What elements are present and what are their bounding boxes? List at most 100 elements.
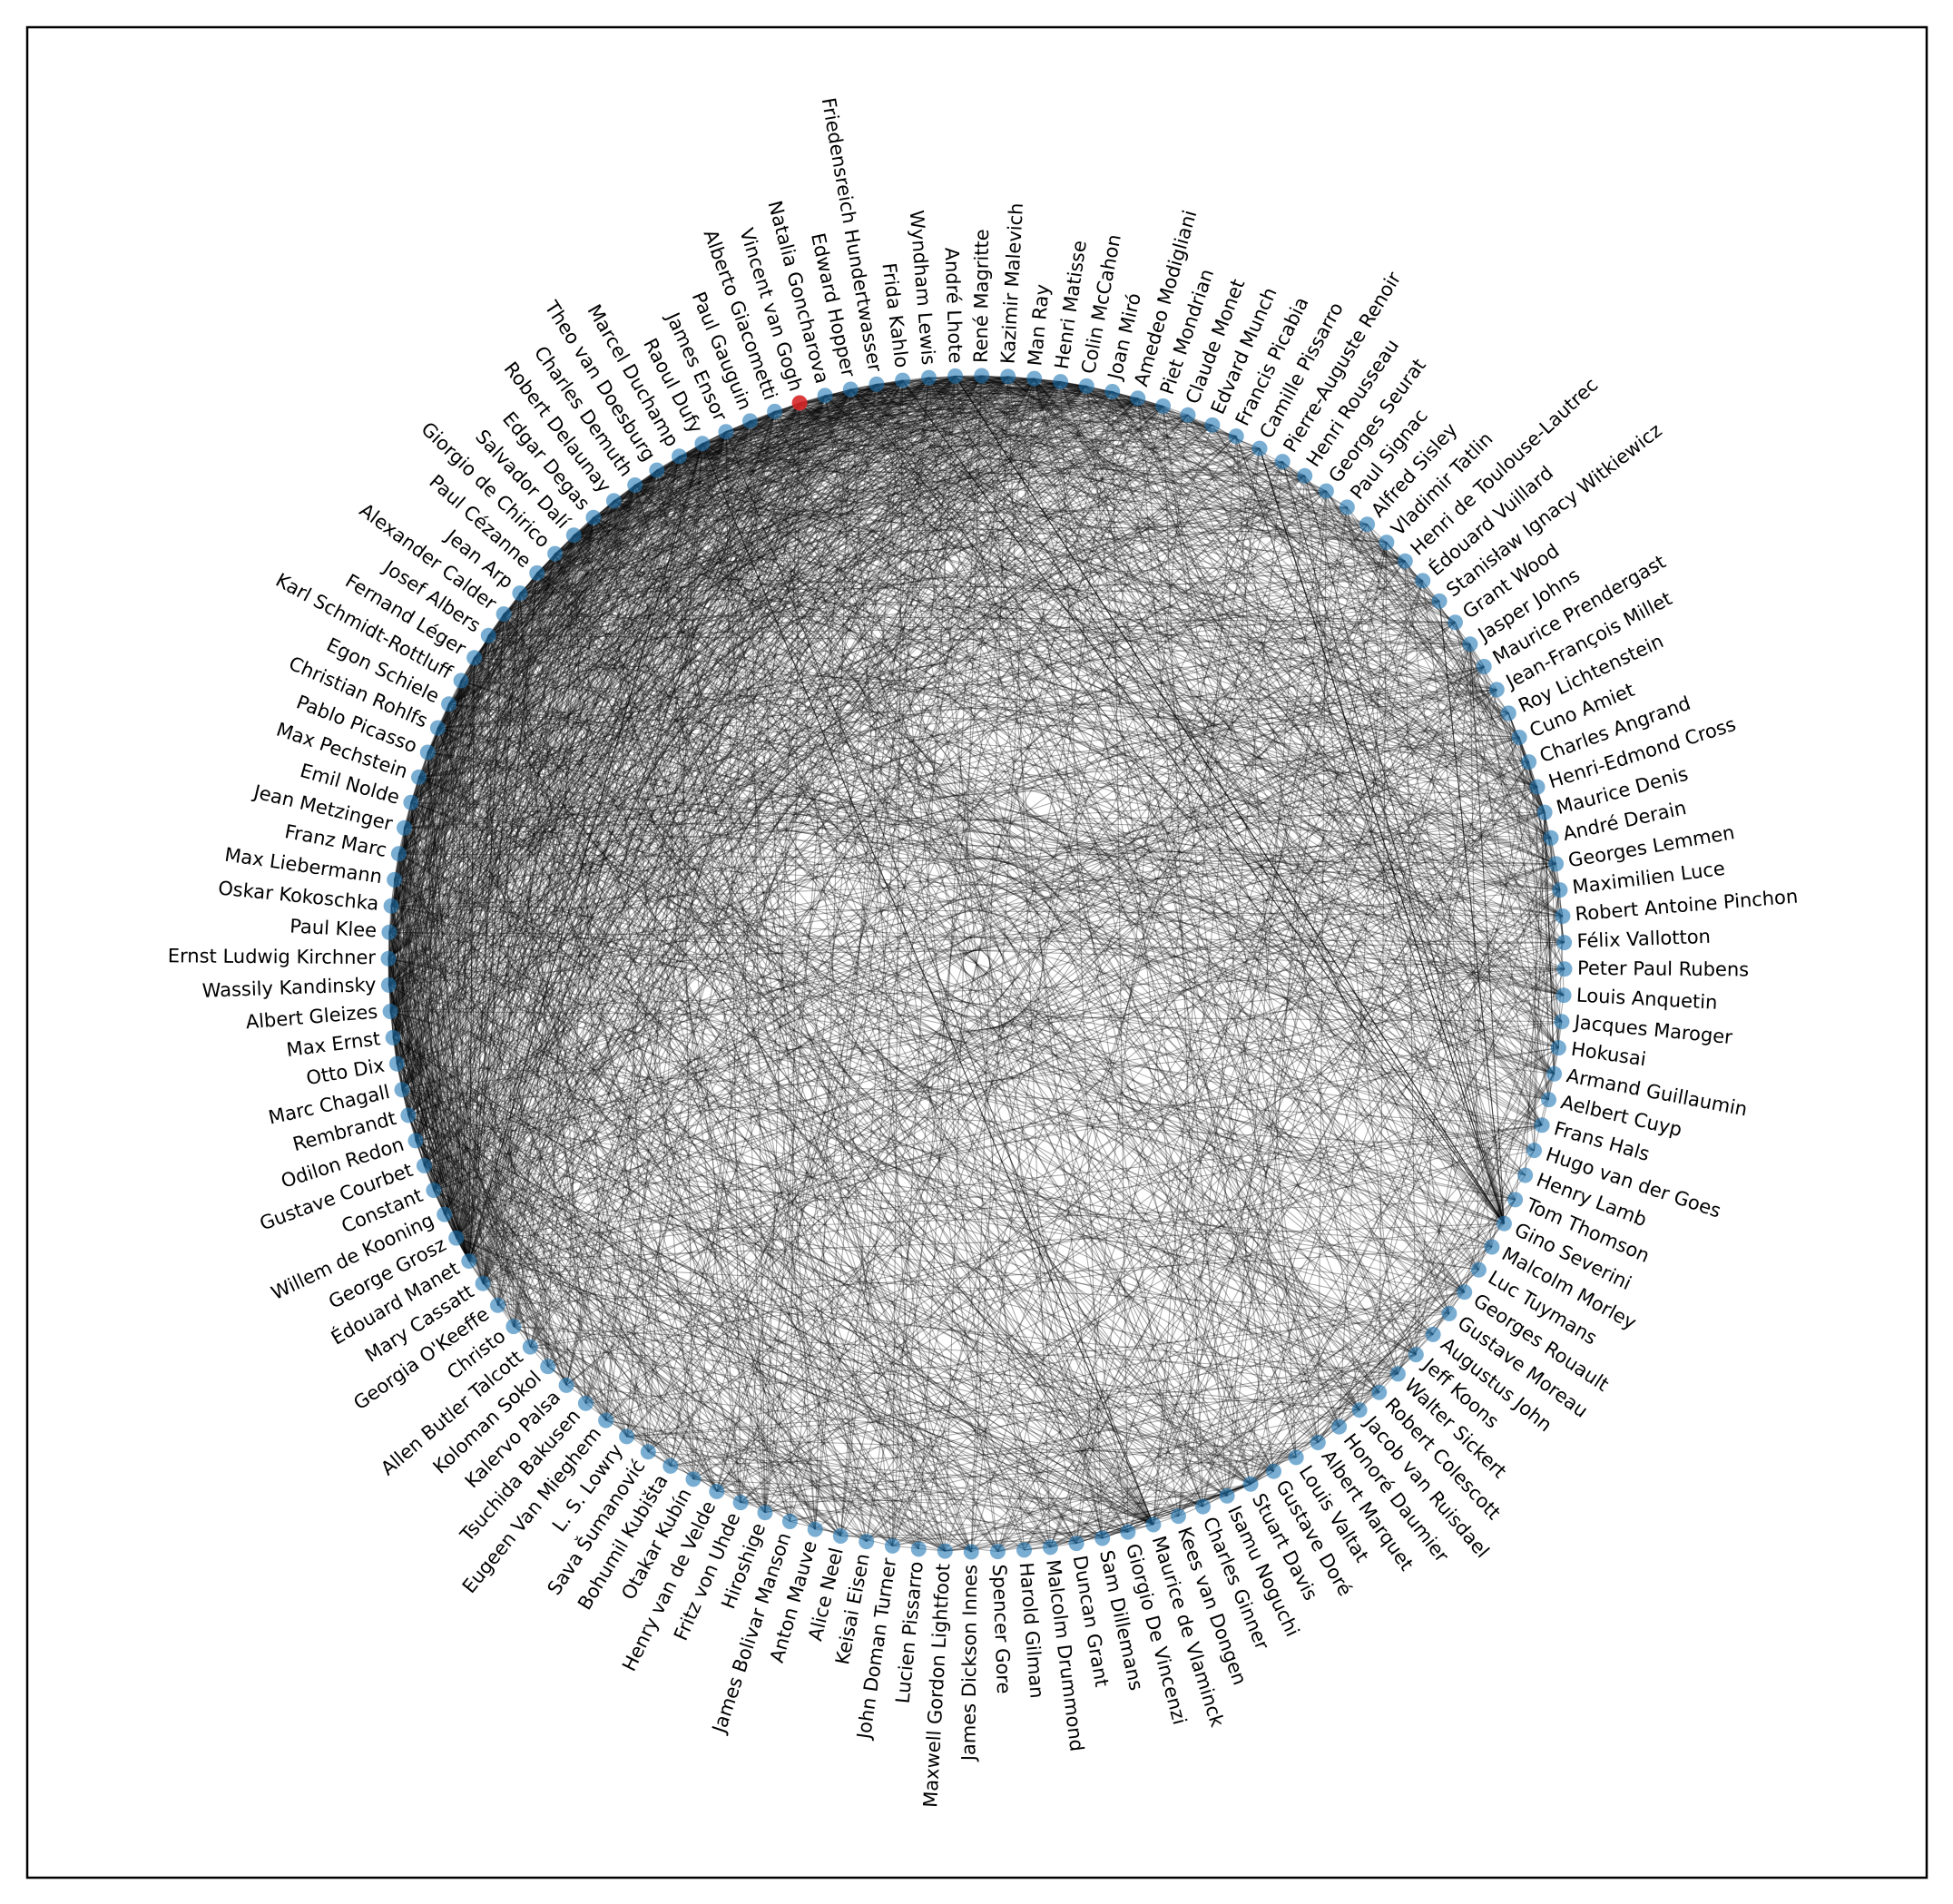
edge bbox=[536, 573, 1340, 1428]
node-josef-albers bbox=[480, 627, 496, 643]
edge bbox=[702, 443, 1466, 1293]
edge bbox=[388, 377, 929, 959]
edge bbox=[388, 573, 538, 959]
edge bbox=[460, 680, 607, 1421]
edge bbox=[519, 593, 1479, 1271]
edge bbox=[487, 635, 741, 1503]
edge bbox=[1339, 1246, 1493, 1428]
edge bbox=[396, 376, 957, 1065]
edge bbox=[397, 431, 727, 855]
edge bbox=[716, 1124, 1543, 1492]
node-gustave-dor- bbox=[1266, 1463, 1281, 1479]
node-jeff-koons bbox=[1408, 1347, 1424, 1363]
edge bbox=[418, 776, 1565, 944]
edge bbox=[503, 613, 1559, 1049]
edge bbox=[613, 376, 1008, 502]
edge bbox=[388, 542, 1388, 986]
edge bbox=[397, 657, 476, 854]
edge bbox=[456, 436, 1237, 1239]
edge bbox=[396, 402, 800, 1065]
edge bbox=[692, 378, 1035, 1480]
edge bbox=[423, 384, 878, 1166]
edge bbox=[554, 553, 1154, 1526]
edge bbox=[433, 475, 1306, 1191]
edge bbox=[1137, 397, 1450, 1314]
edge bbox=[394, 573, 538, 880]
edge bbox=[554, 378, 1035, 555]
edge bbox=[456, 431, 727, 1239]
edge bbox=[401, 535, 574, 1090]
edge bbox=[1163, 406, 1204, 1507]
edge bbox=[403, 828, 409, 1115]
edge bbox=[488, 622, 1456, 636]
edge bbox=[750, 420, 1505, 1224]
node-james-dickson-innes bbox=[963, 1544, 979, 1560]
node-man-ray bbox=[1026, 370, 1043, 387]
node-spencer-gore bbox=[989, 1544, 1006, 1560]
edge bbox=[433, 1190, 1103, 1539]
edge bbox=[448, 703, 1552, 839]
edge bbox=[403, 828, 515, 1327]
edge bbox=[876, 384, 1251, 1485]
edge bbox=[554, 553, 1535, 1152]
edge bbox=[460, 436, 1237, 682]
edge bbox=[740, 1291, 1465, 1504]
edge bbox=[448, 485, 636, 705]
node-raoul-dufy bbox=[694, 436, 711, 452]
node-oskar-kokoschka bbox=[383, 898, 399, 914]
edge bbox=[605, 1124, 1543, 1421]
edge bbox=[1281, 461, 1440, 602]
edge bbox=[634, 484, 1471, 645]
edge bbox=[388, 932, 391, 1012]
edge bbox=[397, 456, 680, 855]
edge bbox=[461, 680, 1520, 739]
node-paul-klee bbox=[381, 924, 397, 940]
edge bbox=[536, 431, 727, 574]
edge bbox=[1127, 1199, 1516, 1533]
edge bbox=[565, 411, 776, 1386]
edge bbox=[423, 431, 727, 1166]
edge bbox=[460, 680, 1319, 1443]
edge bbox=[388, 985, 484, 1284]
edge bbox=[423, 728, 438, 1166]
node-kazimir-malevich bbox=[1000, 368, 1016, 385]
edge bbox=[392, 1036, 1251, 1485]
edge bbox=[396, 1063, 586, 1404]
node-natalia-goncharova bbox=[817, 388, 833, 404]
edge bbox=[410, 377, 929, 803]
edge bbox=[850, 388, 1138, 399]
edge bbox=[945, 1354, 1417, 1552]
edge bbox=[391, 905, 1549, 1101]
node-duncan-grant bbox=[1068, 1536, 1084, 1552]
edge bbox=[448, 703, 1251, 1485]
edge bbox=[626, 381, 1062, 1438]
edge bbox=[396, 777, 420, 1065]
edge bbox=[1102, 524, 1369, 1539]
edge bbox=[410, 801, 1417, 1356]
edge bbox=[415, 1140, 816, 1530]
edge bbox=[468, 1260, 1274, 1472]
node-francis-picabia bbox=[1228, 428, 1244, 445]
edge bbox=[536, 572, 1565, 996]
edge bbox=[437, 383, 878, 729]
edge bbox=[678, 456, 694, 1479]
edge bbox=[418, 411, 775, 778]
edge bbox=[519, 388, 851, 594]
edge bbox=[605, 524, 1369, 1421]
node-henry-lamb bbox=[1517, 1167, 1534, 1183]
edge bbox=[1259, 447, 1516, 1201]
edge bbox=[437, 431, 727, 729]
edge bbox=[634, 484, 1556, 865]
edge bbox=[456, 397, 1139, 1239]
edge bbox=[1007, 376, 1556, 865]
edge bbox=[468, 1222, 1505, 1262]
edge bbox=[433, 517, 594, 1191]
edge bbox=[474, 657, 1509, 714]
edge bbox=[1187, 414, 1552, 839]
node-maxwell-gordon-lightfoot bbox=[937, 1543, 953, 1559]
edge bbox=[536, 573, 1274, 1472]
edge bbox=[418, 776, 1251, 1485]
edge bbox=[388, 376, 956, 933]
edge bbox=[392, 1037, 409, 1116]
edge bbox=[390, 395, 826, 907]
